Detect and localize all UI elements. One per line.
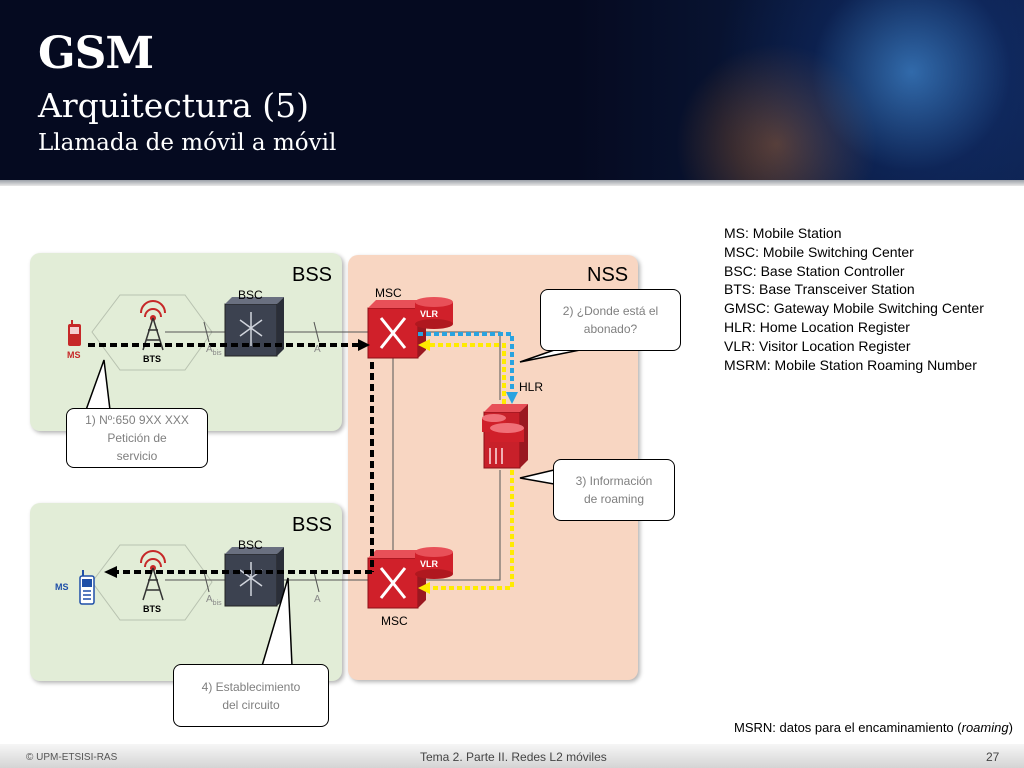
msc-bottom-label: MSC — [381, 614, 408, 628]
title-banner: GSM Arquitectura (5) Llamada de móvil a … — [0, 0, 1024, 180]
vlr-database-icon-top — [415, 297, 453, 329]
bts-bottom-label: BTS — [143, 604, 161, 614]
footer-topic: Tema 2. Parte II. Redes L2 móviles — [420, 750, 607, 764]
legend-item: MS: Mobile Station — [724, 225, 842, 241]
msrn-note: MSRN: datos para el encaminamiento (roam… — [734, 720, 1013, 735]
legend-item: BSC: Base Station Controller — [724, 262, 905, 279]
hlr-query-path — [418, 332, 514, 393]
callout-where-subscriber: 2) ¿Donde está el abonado? — [540, 289, 681, 351]
msc-switch-icon-top — [367, 300, 426, 359]
call-path-dashed — [88, 343, 374, 574]
abis-interface-bottom: Abis — [206, 594, 222, 607]
arrowhead-yellow-bottom — [418, 582, 430, 594]
antenna-tower-icon-top — [140, 300, 166, 351]
abbreviation-legend: MS: Mobile Station MSC: Mobile Switching… — [724, 224, 984, 374]
bts-cell-top — [91, 294, 213, 371]
hlr-server-icon — [482, 404, 528, 469]
vlr-bottom-label: VLR — [420, 559, 438, 569]
bss-top-label: BSS — [292, 264, 333, 286]
a-interface-bottom: A — [314, 594, 321, 605]
antenna-tower-icon-bottom — [140, 550, 166, 601]
bsc-bottom-label: BSC — [238, 538, 263, 552]
bsc-icon-bottom — [224, 547, 284, 607]
legend-item: MSC: Mobile Switching Center — [724, 243, 914, 260]
bss-bottom-label: BSS — [292, 514, 333, 536]
vlr-database-icon-bottom — [415, 547, 453, 579]
legend-item: MSRM: Mobile Station Roaming Number — [724, 356, 977, 373]
arrowhead-to-ms — [104, 566, 117, 578]
bts-top-label: BTS — [143, 354, 161, 364]
legend-item: HLR: Home Location Register — [724, 318, 910, 335]
footer-bar — [0, 744, 1024, 768]
arrowhead-yellow-top — [418, 339, 430, 351]
vlr-top-label: VLR — [420, 309, 438, 319]
hlr-label: HLR — [519, 380, 544, 394]
a-interface-top: A — [314, 344, 321, 355]
fiber-optic-image — [574, 0, 1024, 180]
header-separator — [0, 180, 1024, 186]
bsc-icon-top — [224, 297, 284, 357]
abis-interface-top: Abis — [206, 344, 222, 357]
page-title: GSM — [38, 28, 154, 79]
msc-top-label: MSC — [375, 286, 402, 300]
nss-label: NSS — [587, 264, 629, 286]
callout-circuit-setup: 4) Establecimiento del circuito — [173, 664, 329, 727]
ms-bottom-label: MS — [55, 582, 69, 592]
page-number: 27 — [986, 750, 1000, 764]
arrowhead-to-hlr — [506, 392, 518, 404]
callout-roaming-info: 3) Información de roaming — [553, 459, 675, 521]
page-subtitle: Arquitectura (5) — [38, 86, 310, 125]
ms-top-label: MS — [67, 350, 81, 360]
legend-item: BTS: Base Transceiver Station — [724, 281, 915, 298]
legend-item: VLR: Visitor Location Register — [724, 337, 911, 354]
callout-service-request: 1) Nº:650 9XX XXX Petición de servicio — [66, 408, 208, 468]
page-subsubtitle: Llamada de móvil a móvil — [38, 130, 337, 156]
callout-pointers — [84, 347, 591, 667]
footer-copyright: © UPM-ETSISI-RAS — [26, 752, 118, 763]
mobile-phone-icon-red — [68, 320, 81, 346]
arrowhead-to-msc — [358, 339, 370, 351]
mobile-phone-icon-blue — [79, 570, 95, 605]
roaming-info-path — [428, 343, 514, 590]
bsc-top-label: BSC — [238, 288, 263, 302]
legend-item: GMSC: Gateway Mobile Switching Center — [724, 300, 984, 317]
